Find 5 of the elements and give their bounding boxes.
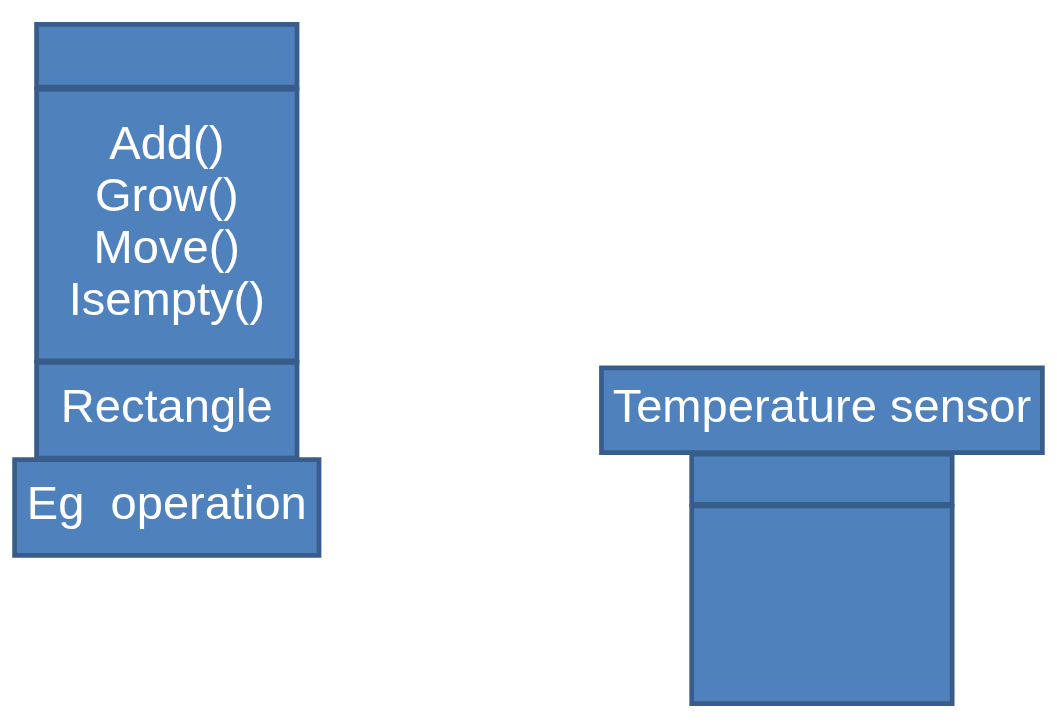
node-box: Rectangle [34, 359, 300, 460]
node-box [34, 21, 300, 89]
node-box: Temperature sensor [599, 365, 1045, 455]
node-box: Add() Grow() Move() Isempty() [34, 86, 300, 363]
node-box: Eg operation [12, 456, 322, 558]
